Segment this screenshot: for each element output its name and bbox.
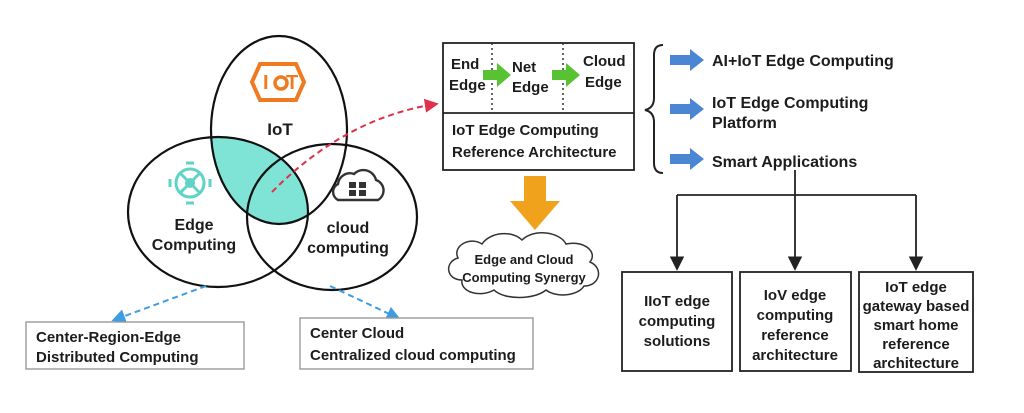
app-iiot-box: IIoT edge computing solutions [621,271,733,372]
component-platform-line1: IoT Edge Computing [712,95,868,112]
stage-net-line1: Net [512,59,536,76]
svg-text:T: T [286,72,298,94]
cloud-circle [245,142,419,292]
centralized-line2: Centralized cloud computing [310,347,516,364]
edge-label-line2: Computing [152,237,236,254]
stage-cloud-line2: Edge [585,74,622,91]
architecture-title-line2: Reference Architecture [452,144,617,161]
distributed-line1: Center-Region-Edge [36,329,181,346]
component-brace [644,44,664,174]
component-smart-apps: Smart Applications [670,148,857,171]
orange-down-arrow [510,176,560,230]
iot-circle [209,34,349,226]
app-iov-box: IoV edge computing reference architectur… [739,271,852,372]
stage-end-line2: Edge [449,77,486,94]
cloud-label-line1: cloud [327,220,370,237]
synergy-line1: Edge and Cloud [475,252,574,267]
cloud-label-line2: computing [307,240,389,257]
architecture-title-line1: IoT Edge Computing [452,122,599,139]
app-iov-line4: architecture [752,347,838,364]
cloud-to-centralized-arrow [329,285,401,320]
iot-logo-icon: I T [249,62,307,102]
component-ai-iot-label: AI+IoT Edge Computing [712,53,894,70]
app-smart-home-box: IoT edge gateway based smart home refere… [858,271,974,373]
app-smart-home-line4: reference [882,336,950,353]
stage-cloud-line1: Cloud [583,53,626,70]
distributed-line2: Distributed Computing [36,349,198,366]
app-iov-line2: computing [757,307,834,324]
app-smart-home-line2: gateway based [863,298,970,315]
synergy-line2: Computing Synergy [462,270,586,285]
app-iov-line3: reference [761,327,829,344]
svg-text:I: I [263,72,269,94]
application-tree [669,170,924,271]
app-iiot-line3: solutions [644,333,711,350]
edge-computing-icon [168,161,212,205]
edge-to-distributed-arrow [111,285,207,323]
app-smart-home-line3: smart home [873,317,958,334]
app-iov-line1: IoV edge [764,287,827,304]
edge-label-line1: Edge [174,217,213,234]
app-iiot-line1: IIoT edge [644,293,710,310]
blue-arrow-1 [670,49,704,71]
centralized-line1: Center Cloud [310,325,404,342]
edge-circle [126,135,310,289]
app-smart-home-line5: architecture [873,355,959,372]
app-iiot-line2: computing [639,313,716,330]
component-smart-apps-label: Smart Applications [712,154,857,171]
intersection-to-architecture-arrow [271,98,439,193]
component-platform: IoT Edge Computing Platform [670,95,868,132]
iot-label: IoT [267,120,293,139]
distributed-computing-box: Center-Region-Edge Distributed Computing [25,321,245,370]
green-arrow-1 [483,63,511,87]
stage-net-line2: Edge [512,79,549,96]
blue-arrow-3 [670,148,704,170]
architecture-box: End Edge Net Edge Cloud Edge IoT Edge Co… [442,42,635,171]
green-arrow-2 [552,63,580,87]
stage-end-line1: End [451,56,479,73]
cloud-computing-icon [331,168,385,202]
component-ai-iot: AI+IoT Edge Computing [670,49,894,71]
blue-arrow-2 [670,98,704,120]
component-platform-line2: Platform [712,115,777,132]
app-smart-home-line1: IoT edge [885,279,947,296]
synergy-cloud: Edge and Cloud Computing Synergy [448,232,600,299]
centralized-computing-box: Center Cloud Centralized cloud computing [299,317,534,370]
